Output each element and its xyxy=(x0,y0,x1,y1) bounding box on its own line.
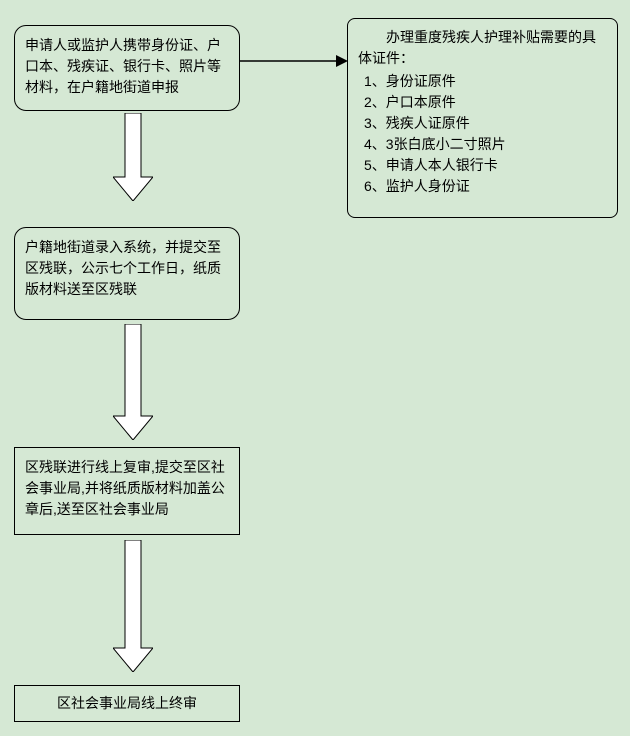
document-item: 3、残疾人证原件 xyxy=(364,115,470,131)
flow-step-federation-review-text: 区残联进行线上复审,提交至区社会事业局,并将纸质版材料加盖公章后,送至区社会事业… xyxy=(25,459,225,517)
flow-step-declare-box: 申请人或监护人携带身份证、户口本、残疾证、银行卡、照片等材料，在户籍地街道申报 xyxy=(14,25,240,111)
flow-step-final-review-text: 区社会事业局线上终审 xyxy=(57,695,197,711)
down-block-arrow-icon xyxy=(113,324,153,440)
flow-step-federation-review-box: 区残联进行线上复审,提交至区社会事业局,并将纸质版材料加盖公章后,送至区社会事业… xyxy=(14,447,240,535)
document-item: 6、监护人身份证 xyxy=(364,178,470,194)
down-block-arrow-icon xyxy=(113,540,153,672)
flow-step-declare-text: 申请人或监护人携带身份证、户口本、残疾证、银行卡、照片等材料，在户籍地街道申报 xyxy=(25,37,221,95)
required-documents-box: 办理重度残疾人护理补贴需要的具体证件： 1、身份证原件 2、户口本原件 3、残疾… xyxy=(347,18,618,218)
flow-step-street-entry-text: 户籍地街道录入系统，并提交至区残联，公示七个工作日，纸质版材料送至区残联 xyxy=(25,239,221,297)
down-block-arrow-icon xyxy=(113,113,153,201)
document-item: 1、身份证原件 xyxy=(364,73,456,89)
document-item: 5、申请人本人银行卡 xyxy=(364,157,498,173)
flow-step-final-review-box: 区社会事业局线上终审 xyxy=(14,685,240,722)
document-item: 2、户口本原件 xyxy=(364,94,456,110)
flow-step-street-entry-box: 户籍地街道录入系统，并提交至区残联，公示七个工作日，纸质版材料送至区残联 xyxy=(14,227,240,320)
right-arrow-icon xyxy=(240,55,348,67)
document-item: 4、3张白底小二寸照片 xyxy=(364,136,506,152)
required-documents-title: 办理重度残疾人护理补贴需要的具体证件： xyxy=(358,29,596,66)
